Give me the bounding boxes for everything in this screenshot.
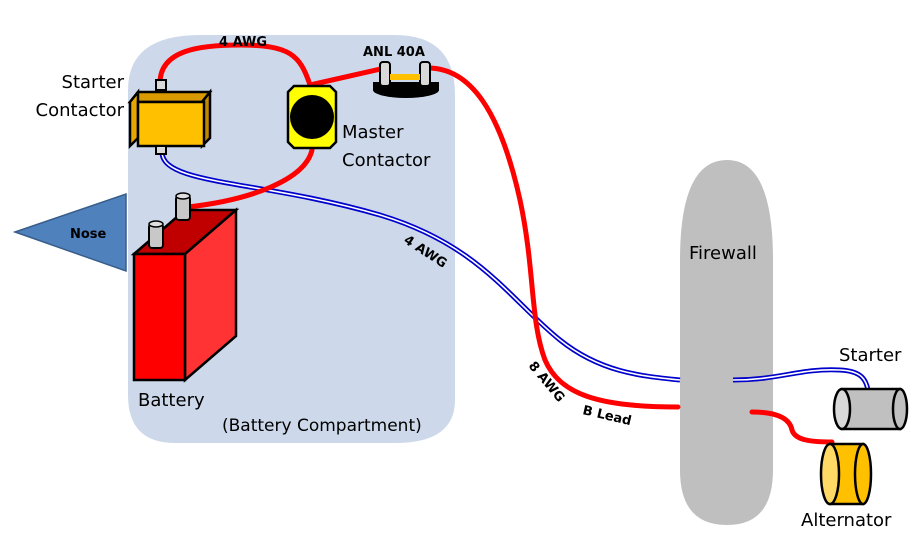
power-wires — [157, 42, 835, 445]
battery-wire — [185, 147, 315, 210]
master-contactor-label-2: Contactor — [342, 150, 431, 171]
starter-cable — [159, 151, 871, 391]
nose-label: Nose — [70, 227, 107, 242]
starter-motor — [832, 387, 909, 431]
compartment-label: (Battery Compartment) — [222, 416, 422, 436]
fuse-label: ANL 40A — [363, 45, 425, 60]
firewall — [680, 160, 773, 525]
fuse-feed-wire — [307, 65, 388, 88]
starter-label: Starter — [839, 345, 902, 366]
master-contactor — [286, 84, 338, 150]
anl-fuse — [373, 61, 439, 98]
starter-contactor — [127, 79, 213, 155]
b-lead-wire — [425, 65, 681, 410]
battery-label: Battery — [138, 390, 205, 411]
alternator — [819, 442, 873, 506]
alternator-label: Alternator — [801, 510, 892, 531]
battery — [130, 192, 240, 383]
nose-shape — [12, 192, 127, 273]
master-contactor-label-1: Master — [342, 122, 404, 143]
firewall-label: Firewall — [689, 243, 757, 264]
alternator-wire — [749, 409, 835, 445]
b-lead-label: B Lead — [581, 403, 633, 429]
starter-contactor-label-1: Starter — [62, 72, 125, 93]
contactor-link-wire — [157, 42, 313, 88]
starter-contactor-label-2: Contactor — [36, 100, 125, 121]
contactor-link-gauge-label: 4 AWG — [219, 35, 267, 50]
